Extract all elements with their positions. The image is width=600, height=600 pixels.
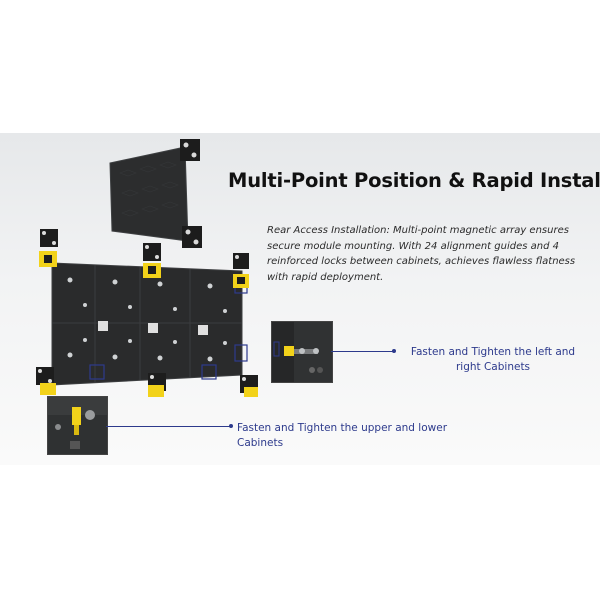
cabinet-rear-illustration xyxy=(36,229,258,397)
left-right-lock-closeup xyxy=(271,321,333,383)
upper-lower-callout: Fasten and Tighten the upper and lower C… xyxy=(237,422,448,449)
description-text: Rear Access Installation: Multi-point ma… xyxy=(267,225,576,283)
left-right-pointer-line xyxy=(331,351,393,352)
product-banner: Multi-Point Position & Rapid Install Rea… xyxy=(0,133,600,465)
left-right-pointer-dot xyxy=(392,349,396,353)
upper-lower-lock-closeup xyxy=(47,396,108,455)
page-title: Multi-Point Position & Rapid Install xyxy=(228,169,600,192)
upper-lower-pointer-line xyxy=(106,426,230,427)
left-right-callout: Fasten and Tighten the left and right Ca… xyxy=(410,346,576,373)
upper-lower-pointer-dot xyxy=(229,424,233,428)
small-cabinet-illustration xyxy=(109,139,202,248)
